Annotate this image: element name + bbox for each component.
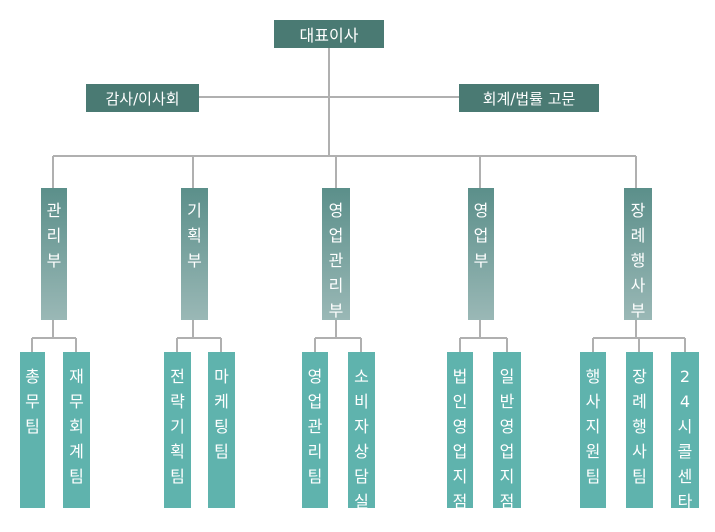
dept-box-admin: 관 리 부 [41,188,67,320]
team-box: 법 인 영 업 지 점 [447,352,473,511]
team-box: 영 업 관 리 팀 [302,352,328,508]
team-box: 일 반 영 업 지 점 [493,352,521,511]
accounting-legal-label: 회계/법률 고문 [482,89,576,108]
team-label: 재 무 회 계 팀 [69,367,84,486]
audit-board-label: 감사/이사회 [105,89,180,108]
ceo-label: 대표이사 [299,26,359,45]
dept-label: 관 리 부 [46,201,62,270]
dept-label: 영 업 관 리 부 [328,201,344,320]
dept-box-sales-mgmt: 영 업 관 리 부 [322,188,350,320]
team-label: 2 4 시 콜 센 타 [677,367,693,511]
team-label: 마 케 팅 팀 [214,367,229,461]
dept-box-sales: 영 업 부 [468,188,494,320]
team-box: 재 무 회 계 팀 [63,352,90,508]
accounting-legal-box: 회계/법률 고문 [459,84,599,112]
team-label: 소 비 자 상 담 실 [354,367,369,511]
audit-board-box: 감사/이사회 [86,84,199,112]
team-label: 장 례 행 사 팀 [632,367,647,486]
dept-label: 영 업 부 [473,201,489,270]
team-label: 일 반 영 업 지 점 [499,367,515,511]
team-box: 행 사 지 원 팀 [580,352,606,508]
team-box: 마 케 팅 팀 [208,352,235,508]
team-box: 전 략 기 획 팀 [164,352,191,508]
ceo-box: 대표이사 [274,20,384,48]
dept-label: 장 례 행 사 부 [630,201,646,320]
dept-label: 기 획 부 [187,201,202,270]
team-box: 2 4 시 콜 센 타 [671,352,699,511]
team-label: 전 략 기 획 팀 [170,367,185,486]
team-box: 소 비 자 상 담 실 [348,352,375,511]
team-label: 법 인 영 업 지 점 [452,367,468,511]
team-label: 행 사 지 원 팀 [585,367,601,486]
team-label: 총 무 팀 [25,367,40,436]
team-box: 총 무 팀 [20,352,45,508]
dept-box-planning: 기 획 부 [181,188,208,320]
dept-box-funeral: 장 례 행 사 부 [624,188,652,320]
team-box: 장 례 행 사 팀 [626,352,653,508]
team-label: 영 업 관 리 팀 [307,367,323,486]
